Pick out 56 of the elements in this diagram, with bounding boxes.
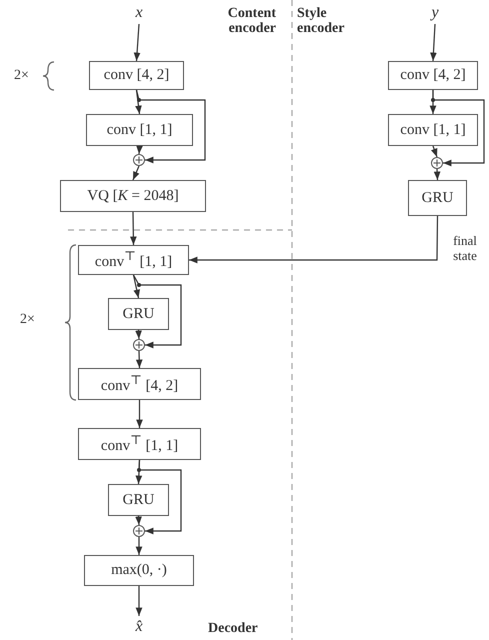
layer-box — [388, 114, 478, 146]
arrow — [130, 212, 137, 245]
layer-label: conv$^{⊤}$ [4, 2] — [100, 374, 178, 394]
variable-label: y — [431, 4, 439, 22]
arrow — [434, 168, 440, 180]
repeat-label: 2× — [14, 68, 29, 84]
layer-label: GRU — [122, 306, 154, 322]
layer-label: GRU — [122, 492, 154, 508]
layer-box — [78, 245, 189, 275]
arrow — [132, 166, 140, 180]
sum-node — [431, 157, 443, 169]
layer-box — [388, 61, 478, 90]
arrow — [136, 145, 143, 154]
layer-box — [89, 61, 184, 90]
sum-node — [133, 154, 145, 166]
layer-label: conv$^{⊤}$ [1, 1] — [100, 434, 178, 454]
sum-node — [133, 339, 145, 351]
layer-label: GRU — [422, 190, 454, 206]
arrow — [432, 90, 485, 166]
repeat-label: 2× — [20, 312, 35, 328]
layer-box — [408, 180, 467, 216]
layer-label: max(0, ·) — [111, 563, 167, 578]
layer-label: conv$^{⊤}$ [1, 1] — [94, 250, 172, 270]
arrow — [132, 274, 182, 348]
arrow — [135, 330, 142, 340]
arrow — [189, 216, 438, 264]
arrow — [136, 537, 142, 555]
layer-label: conv [1, 1] — [400, 122, 466, 138]
layer-box — [78, 368, 201, 400]
arrow — [135, 516, 142, 526]
layer-label: conv [4, 2] — [400, 68, 466, 83]
arrow — [430, 146, 438, 158]
arrow — [132, 274, 140, 298]
sum-node — [133, 525, 145, 537]
arrow — [136, 586, 142, 616]
variable-label: x — [135, 4, 143, 22]
layer-box — [108, 298, 169, 330]
arrow — [136, 350, 143, 368]
arrow — [138, 460, 182, 534]
arrow — [430, 24, 437, 62]
layer-label: VQ [K = 2048] — [87, 188, 179, 204]
arrow — [136, 400, 143, 428]
section-title: Decoder — [208, 621, 259, 636]
layer-box — [84, 555, 194, 586]
arrow — [136, 90, 206, 164]
layer-label: conv [4, 2] — [104, 68, 170, 83]
layer-box — [78, 428, 201, 460]
layer-box — [86, 114, 193, 146]
section-title: Style encoder — [297, 6, 346, 37]
layer-label: conv [1, 1] — [106, 122, 172, 138]
arrow — [135, 90, 142, 114]
variable-label: x̂ — [135, 618, 143, 636]
section-title: Content encoder — [226, 6, 276, 37]
arrow — [134, 24, 140, 62]
layer-box — [108, 484, 169, 516]
layer-box — [60, 180, 206, 212]
